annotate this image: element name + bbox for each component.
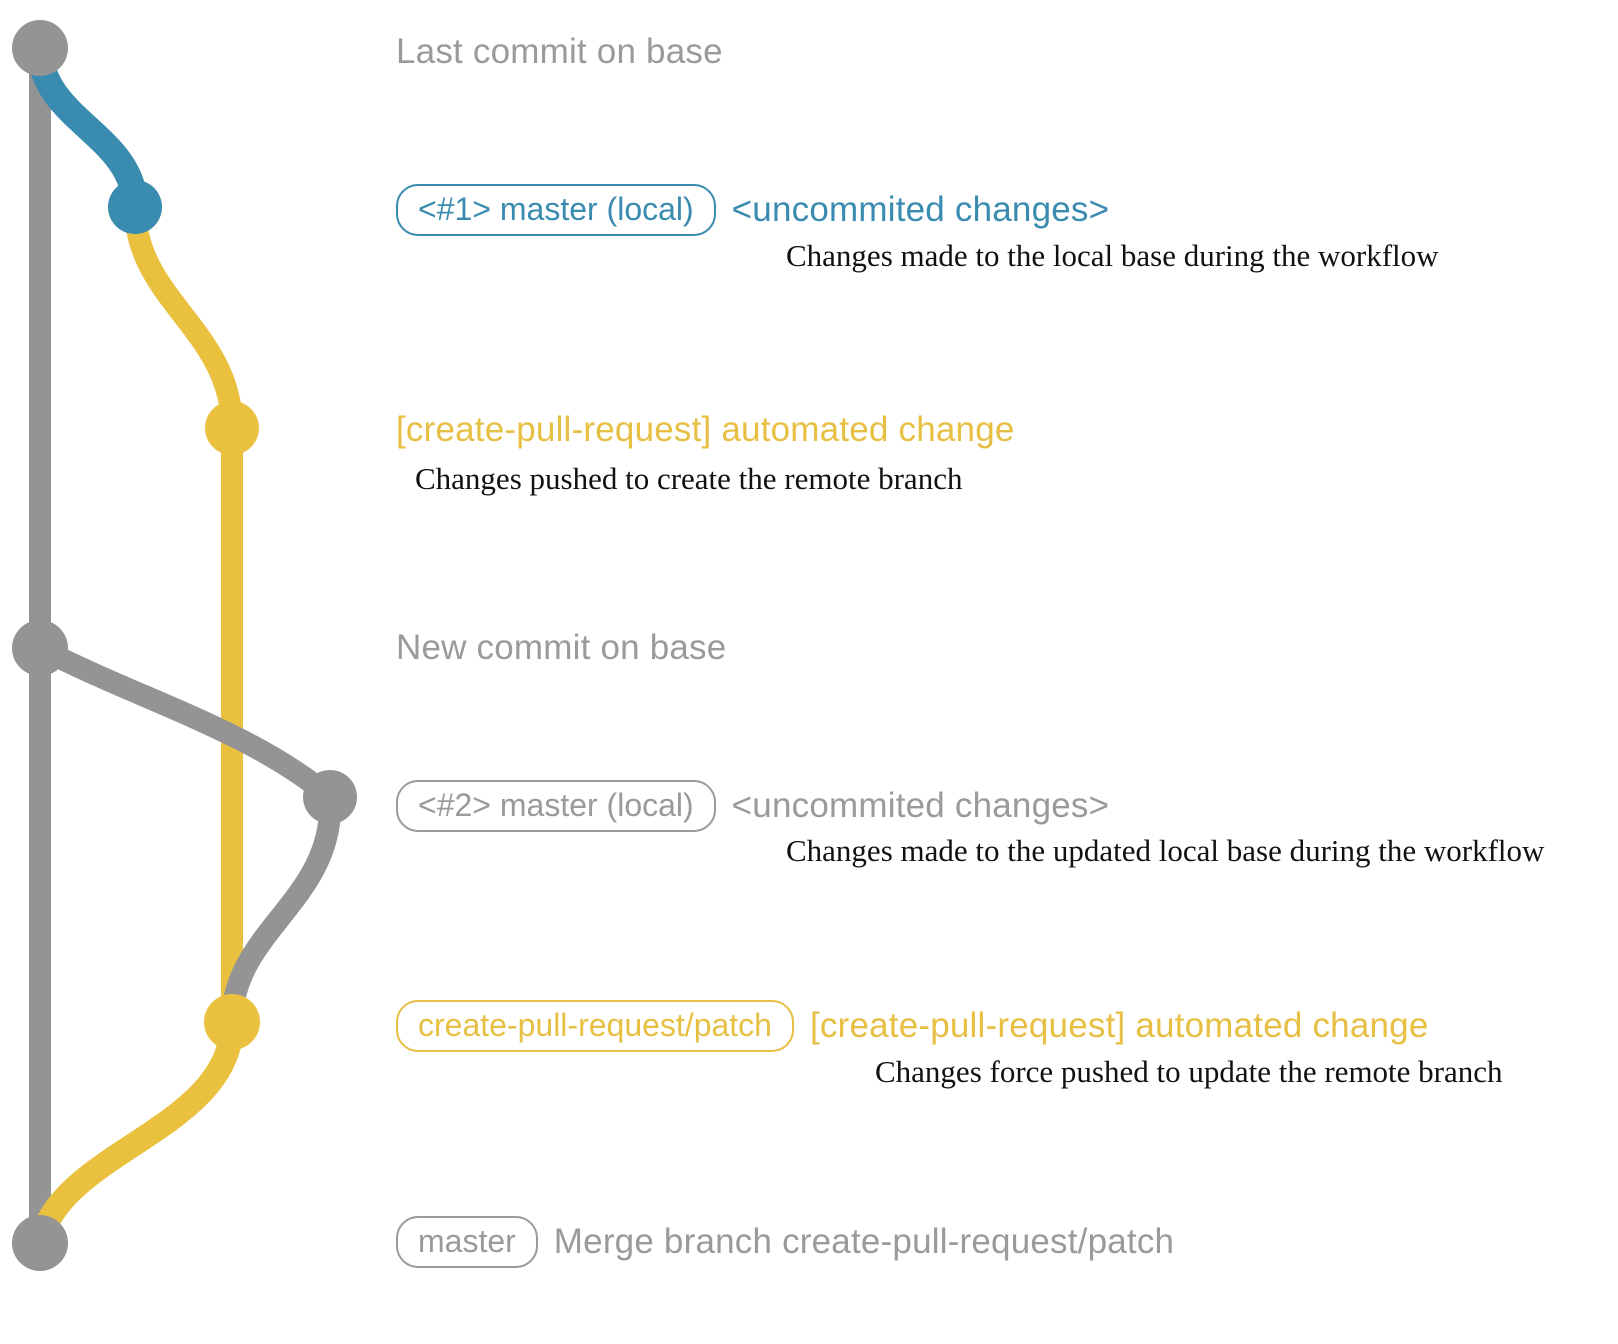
local-2-note: Changes made to the updated local base d… — [786, 833, 1545, 868]
row-automated-change-1: [create-pull-request] automated change — [396, 410, 1015, 450]
commit-node-new-commit-on-base[interactable] — [12, 620, 68, 676]
branch-chip-local-2[interactable]: <#2> master (local) — [396, 780, 716, 832]
row-patch-branch: create-pull-request/patch [create-pull-r… — [396, 1000, 1429, 1052]
edge-local1-to-patch1 — [124, 196, 243, 439]
commit-node-automated-change-1[interactable] — [205, 401, 259, 455]
branch-chip-create-pull-request-patch[interactable]: create-pull-request/patch — [396, 1000, 794, 1052]
commit-node-last-commit-on-base[interactable] — [12, 20, 68, 76]
branch-chip-local-1[interactable]: <#1> master (local) — [396, 184, 716, 236]
row-local-2: <#2> master (local) <uncommited changes> — [396, 780, 1109, 832]
patch-note: Changes force pushed to update the remot… — [875, 1054, 1503, 1089]
row-new-commit: New commit on base — [396, 628, 726, 668]
commit-node-automated-change-2[interactable] — [204, 994, 260, 1050]
commit-node-master-merge[interactable] — [12, 1215, 68, 1271]
row-last-commit: Last commit on base — [396, 32, 723, 72]
automated-change-1-note: Changes pushed to create the remote bran… — [415, 461, 963, 496]
last-commit-message: Last commit on base — [396, 32, 723, 71]
commit-node-local-2[interactable] — [303, 770, 357, 824]
patch-message: [create-pull-request] automated change — [809, 1006, 1429, 1045]
local-1-note: Changes made to the local base during th… — [786, 238, 1439, 273]
local-2-message: <uncommited changes> — [731, 786, 1110, 825]
local-1-message: <uncommited changes> — [731, 190, 1110, 229]
branch-chip-master[interactable]: master — [396, 1216, 538, 1268]
master-message: Merge branch create-pull-request/patch — [553, 1222, 1175, 1261]
commit-node-local-1[interactable] — [108, 180, 162, 234]
new-commit-message: New commit on base — [396, 628, 727, 667]
edge-patch2-to-master — [28, 1010, 244, 1255]
automated-change-1-message: [create-pull-request] automated change — [396, 410, 1015, 449]
edge-local2-to-patch2 — [221, 786, 342, 1033]
row-local-1: <#1> master (local) <uncommited changes> — [396, 184, 1109, 236]
row-master: master Merge branch create-pull-request/… — [396, 1216, 1174, 1268]
edge-base-to-local2 — [29, 637, 341, 808]
